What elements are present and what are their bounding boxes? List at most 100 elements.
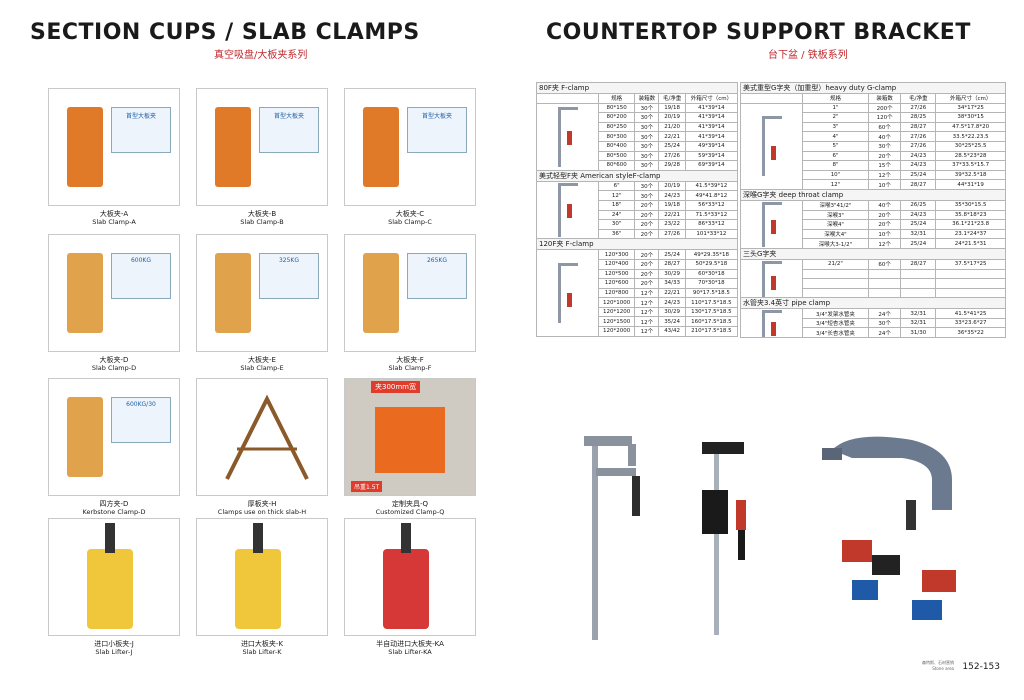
clamp-drawing [215, 107, 251, 187]
card-caption-cn: 大板夹-B [247, 210, 277, 218]
card-badge: 325KG [259, 253, 319, 299]
table-cell: 59*39*14 [684, 150, 739, 162]
left-page: SECTION CUPS / SLAB CLAMPS 真空吸盘/大板夹系列 首型… [30, 20, 476, 656]
table-cell [900, 268, 937, 280]
table-cell: 80*150 [597, 102, 636, 114]
table-cell: 120*1200 [597, 306, 636, 318]
card-caption-en: Slab Clamp-A [92, 218, 136, 226]
card-badge: 600KG [111, 253, 171, 299]
table-cell: 80*400 [597, 140, 636, 152]
table-cell: 28/27 [658, 258, 686, 270]
table-cell: 49*39*14 [684, 140, 739, 152]
product-card: 600KG [48, 234, 180, 352]
card-caption-cn: 大板夹-F [396, 356, 424, 364]
card-caption-en: Slab Clamp-D [91, 364, 137, 372]
table-cell: 37*33.5*15.7 [935, 160, 1006, 171]
column-header: 装箱数 [867, 93, 902, 104]
table-cell [935, 278, 1006, 289]
table-cell: 25/24 [900, 238, 937, 249]
table-cell: 30个 [634, 190, 660, 201]
thick-slab-clamp-drawing [225, 394, 309, 480]
table-cell: 35.8*18*23 [935, 209, 1006, 221]
table-cell: 19/18 [658, 199, 686, 211]
table-cell: 24/23 [900, 209, 937, 221]
column-header: 外箱尺寸（cm） [684, 93, 739, 104]
product-photos [584, 436, 956, 640]
card-caption-cn: 大板夹-D [99, 356, 129, 364]
table-cell: 深喉3" [802, 209, 869, 221]
card-badge: 夹300mm宽 [371, 381, 420, 393]
table-cell: 120*600 [597, 278, 636, 289]
table-cell: 27/26 [900, 131, 937, 142]
table-cell: 60个 [867, 258, 902, 270]
table-cell: 深喉大3-1/2" [802, 238, 869, 249]
table-cell: 36" [597, 228, 636, 240]
product-card: 首型大板夹 [344, 88, 476, 206]
right-subtitle: 台下盆 / 铁板系列 [768, 50, 848, 61]
pipe-product-image [740, 308, 803, 339]
card-badge: 600KG/30 [111, 397, 171, 443]
table-cell: 3/4"短杏水管夹 [802, 317, 869, 329]
table-cell: 20个 [867, 150, 902, 162]
table-cell: 28/27 [900, 179, 937, 190]
product-card: 首型大板夹 [48, 88, 180, 206]
table-cell: 27/26 [900, 102, 937, 114]
table-cell: 12个 [867, 238, 902, 249]
footer-note: 森特斯、石材营销 Stone area [922, 660, 954, 671]
column-header: 毛/净重 [900, 93, 937, 104]
table-cell: 120*2000 [597, 326, 636, 337]
column-header: 规格 [802, 93, 869, 104]
table-cell: 12个 [634, 287, 660, 299]
lifter-photo [235, 549, 281, 629]
table-cell: 41*39*14 [684, 102, 739, 114]
product-card [196, 518, 328, 636]
table-cell: 12个 [867, 169, 902, 181]
table-cell: 120*1000 [597, 297, 636, 308]
section-title: 美式轻型F夹 American styleF-clamp [536, 169, 738, 182]
table-cell: 23.1*24*37 [935, 228, 1006, 240]
american-product-image [536, 180, 599, 240]
table-cell: 71.5*33*12 [684, 209, 739, 221]
card-caption-cn: 厚板夹-H [247, 500, 277, 508]
table-cell: 37.5*17*25 [935, 258, 1006, 270]
table-cell: 28/27 [900, 121, 937, 133]
table-cell: 3/4"长杏水管夹 [802, 327, 869, 339]
table-cell: 86*33*12 [684, 219, 739, 230]
lifter-hook [253, 523, 263, 553]
table-cell: 10" [802, 169, 869, 181]
table-cell: 20个 [634, 258, 660, 270]
table-cell: 25/24 [900, 169, 937, 181]
card-caption-cn: 半自动进口大板夹-KA [376, 640, 444, 648]
table-cell: 22/21 [658, 131, 686, 142]
table-cell: 6" [597, 180, 636, 192]
right-page: COUNTERTOP SUPPORT BRACKET 台下盆 / 铁板系列 80… [512, 0, 1024, 700]
card-caption-en: Slab Clamp-C [388, 218, 432, 226]
table-cell: 15个 [867, 160, 902, 171]
table-cell [802, 278, 869, 289]
product-card: 夹300mm宽 吊重1.5T [344, 378, 476, 496]
table-cell: 27/26 [900, 140, 937, 152]
table-cell: 30*25*25.5 [935, 140, 1006, 152]
table-cell: 31/30 [900, 327, 937, 339]
table-cell: 120个 [867, 112, 902, 123]
table-cell [802, 287, 869, 299]
table-cell: 20个 [634, 268, 660, 280]
table-cell: 21/20 [658, 121, 686, 133]
product-card [344, 518, 476, 636]
table-cell: 50*29.5*18 [684, 258, 739, 270]
table-cell: 30/29 [658, 306, 686, 318]
table-cell: 21/2" [802, 258, 869, 270]
card-caption-cn: 进口小板夹-J [94, 640, 134, 648]
table-cell: 34*17*25 [935, 102, 1006, 114]
table-cell: 12" [597, 190, 636, 201]
table-cell: 33*23.6*27 [935, 317, 1006, 329]
table-cell: 10个 [867, 179, 902, 190]
table-cell: 110*17.5*18.5 [684, 297, 739, 308]
table-cell: 210*17.5*18.5 [684, 326, 739, 337]
table-cell: 200个 [867, 102, 902, 114]
f80-product-image [536, 102, 599, 171]
table-cell: 12个 [634, 326, 660, 337]
table-cell: 20个 [634, 249, 660, 260]
card-caption-cn: 进口大板夹-K [240, 640, 284, 648]
table-cell: 24/23 [658, 297, 686, 308]
